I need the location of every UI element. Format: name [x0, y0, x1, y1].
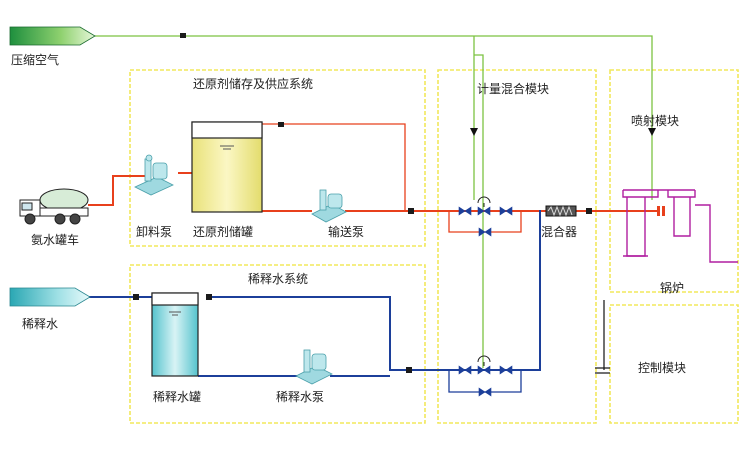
pump-icon [311, 189, 347, 223]
boiler-icon [622, 189, 738, 263]
label-metering-module: 计量混合模块 [477, 82, 550, 96]
label-reductant-tank: 还原剂储罐 [193, 225, 254, 239]
gas-cylinder-icon [9, 287, 91, 307]
label-compressed-air: 压缩空气 [11, 53, 60, 67]
valve-icon [458, 365, 513, 397]
control-module-box [609, 304, 739, 424]
valve-icon [458, 206, 513, 237]
arrow-icon [648, 128, 656, 136]
gas-cylinder-icon [9, 26, 96, 46]
label-dilution-system: 稀释水系统 [248, 272, 309, 286]
tank-icon [191, 121, 263, 213]
label-boiler: 锅炉 [660, 281, 685, 295]
tank-icon [151, 292, 199, 377]
tanker-truck-icon [19, 188, 89, 225]
label-mixer: 混合器 [541, 225, 578, 239]
reductant-line [88, 172, 660, 212]
air-line [95, 35, 653, 368]
nozzle-icon [657, 206, 665, 216]
injection-module-box [609, 69, 739, 293]
label-injection-module: 喷射模块 [631, 114, 680, 128]
dilution-system-box [129, 264, 426, 424]
label-ammonia-truck: 氨水罐车 [31, 233, 80, 247]
label-reductant-system: 还原剂储存及供应系统 [193, 77, 314, 91]
label-dilution-pump: 稀释水泵 [276, 390, 325, 404]
label-dilution-water: 稀释水 [22, 317, 59, 331]
pump-icon [295, 349, 333, 385]
label-unload-pump: 卸料泵 [136, 225, 173, 239]
water-line [88, 210, 541, 377]
metering-module-box [437, 69, 597, 424]
reductant-system-box [129, 69, 426, 247]
label-dilution-tank: 稀释水罐 [153, 390, 202, 404]
label-control-module: 控制模块 [638, 361, 687, 375]
arrow-icon [470, 128, 478, 136]
static-mixer-icon [545, 205, 577, 217]
pump-icon [134, 154, 174, 196]
label-transfer-pump: 输送泵 [328, 225, 365, 239]
